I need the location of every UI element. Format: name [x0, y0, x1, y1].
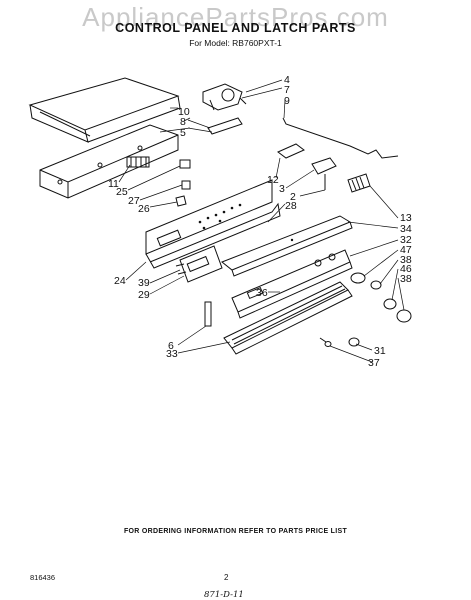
switch-block-part	[126, 156, 150, 168]
lock-motor-part	[202, 83, 247, 111]
latch-handle-part	[347, 173, 371, 193]
callout-38-lower: 38	[400, 273, 412, 285]
callout-37: 37	[368, 357, 380, 369]
callout-34: 34	[400, 223, 412, 235]
page-number: 2	[224, 573, 229, 582]
vent-grille-part	[223, 281, 353, 355]
clock-module-part	[175, 245, 223, 283]
callout-13: 13	[400, 212, 412, 224]
callout-6: 6	[168, 340, 174, 352]
ordering-note: FOR ORDERING INFORMATION REFER TO PARTS …	[123, 528, 348, 535]
handwritten-note: 871-D-11	[204, 590, 244, 600]
leader-lines	[118, 79, 405, 363]
callout-11: 11	[108, 178, 119, 190]
control-knobs-part	[350, 272, 412, 323]
console-panel-part	[231, 249, 353, 319]
callout-39: 39	[138, 277, 150, 289]
callout-38-upper: 38	[400, 254, 412, 266]
callout-46: 46	[400, 263, 412, 275]
callout-28: 28	[285, 200, 297, 212]
small-switches-part	[175, 159, 191, 207]
callout-4: 4	[284, 74, 290, 86]
document-code: 816436	[30, 573, 56, 582]
callout-12: 12	[267, 174, 279, 186]
callout-7: 7	[284, 84, 290, 96]
callout-24: 24	[114, 275, 126, 287]
top-cover-part	[28, 77, 181, 143]
page-title: CONTROL PANEL AND LATCH PARTS	[115, 21, 356, 35]
callout-27: 27	[128, 195, 140, 207]
callout-29: 29	[138, 289, 150, 301]
callout-9: 9	[284, 95, 290, 107]
model-line: For Model: RB760PXT-1	[189, 38, 282, 48]
callout-36: 36	[256, 287, 268, 299]
spacer-part	[204, 301, 212, 327]
callout-47: 47	[400, 244, 412, 256]
watermark: AppliancePartsPros.com	[82, 2, 389, 32]
callout-5: 5	[180, 127, 186, 139]
callout-25: 25	[116, 186, 128, 198]
callout-33: 33	[166, 348, 178, 360]
control-panel-part	[145, 179, 281, 269]
callout-8: 8	[180, 116, 186, 128]
callout-labels: 4 7 9 10 8 5 11 25 27 26 12 3 2 28 13 34…	[108, 74, 412, 369]
latch-rod-part	[282, 117, 399, 159]
screws-part	[319, 337, 360, 347]
callout-26: 26	[138, 203, 150, 215]
callout-2: 2	[290, 191, 296, 203]
door-switch-part	[277, 143, 337, 190]
callout-31: 31	[374, 345, 386, 357]
switch-bracket-part	[207, 117, 243, 135]
back-bracket-part	[39, 124, 179, 199]
callout-3: 3	[279, 183, 285, 195]
callout-32: 32	[400, 234, 412, 246]
callout-10: 10	[178, 106, 190, 118]
